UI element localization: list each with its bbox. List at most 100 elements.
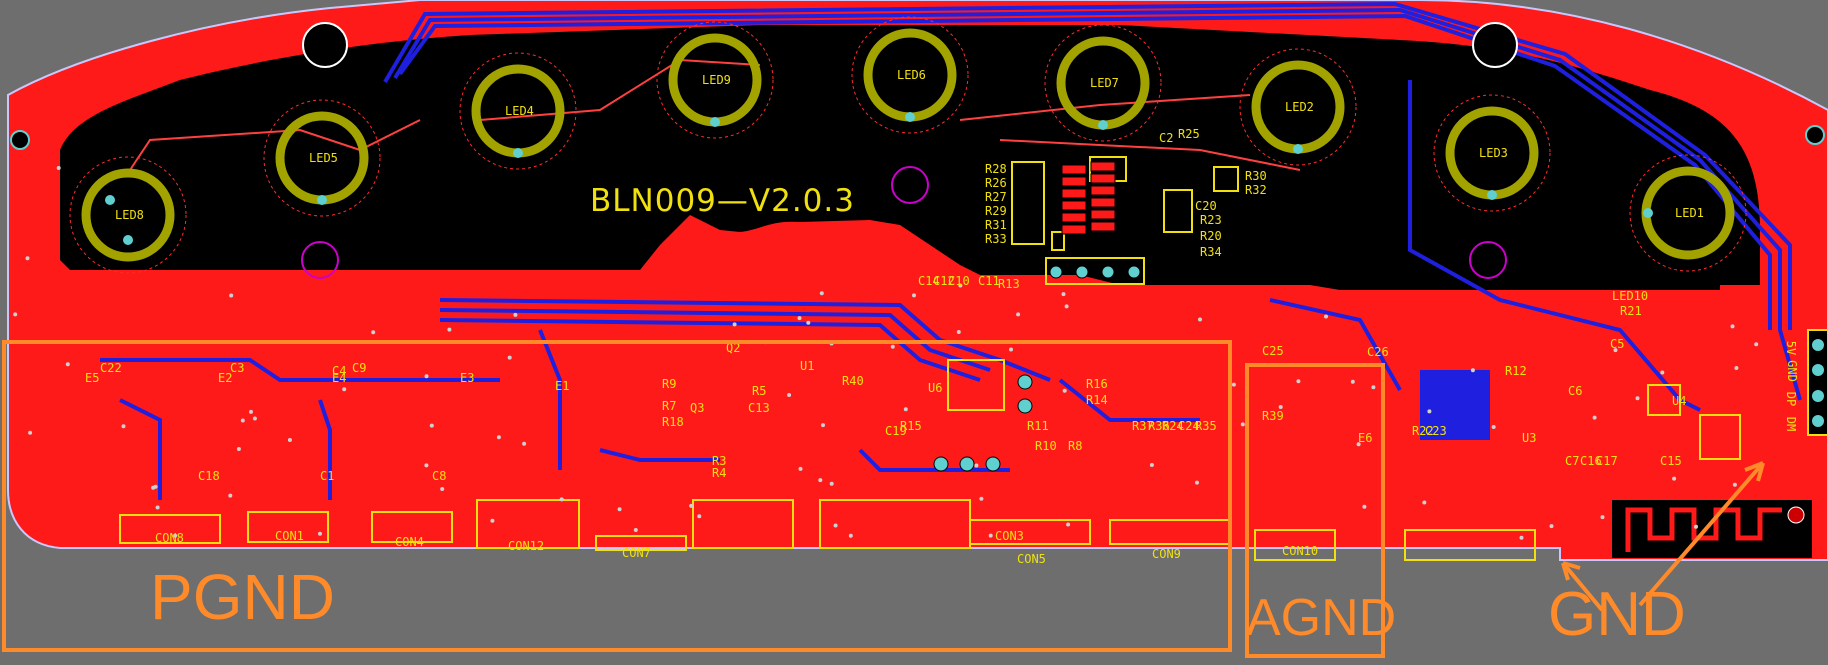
via — [236, 447, 241, 451]
via — [1592, 415, 1597, 420]
via — [1324, 314, 1328, 319]
label-con7: CON7 — [622, 546, 651, 560]
label-u6: U6 — [928, 381, 943, 395]
label-c22: C22 — [100, 361, 122, 375]
label-con3: CON3 — [995, 529, 1024, 543]
via — [988, 533, 993, 538]
label-c18: C18 — [198, 469, 220, 483]
label-c23: C23 — [1425, 424, 1447, 438]
via — [229, 293, 234, 298]
label-r35: R35 — [1195, 419, 1217, 433]
label-pin-5v: 5V — [1784, 340, 1799, 356]
label-r4: R4 — [712, 466, 727, 480]
label-c14: C14 — [918, 274, 940, 288]
label-con4: CON4 — [395, 535, 424, 549]
via — [956, 330, 961, 334]
via — [318, 531, 322, 536]
via — [1195, 480, 1199, 485]
usb-bottom-pour — [1420, 370, 1490, 440]
label-led8: LED8 — [115, 208, 144, 222]
label-e5: E5 — [85, 371, 100, 385]
label-c16: C16 — [1580, 454, 1602, 468]
label-r29: R29 — [985, 204, 1007, 218]
led-socket-led7 — [1044, 24, 1162, 142]
label-e6: E6 — [1358, 431, 1373, 445]
label-led2: LED2 — [1285, 100, 1314, 114]
via — [958, 283, 963, 288]
via — [507, 355, 512, 360]
board-title: BLN009—V2.0.3 — [590, 183, 855, 219]
label-c20: C20 — [1195, 199, 1217, 213]
via — [1470, 368, 1475, 373]
label-r5: R5 — [752, 384, 767, 398]
via — [1635, 396, 1640, 401]
label-c15: C15 — [1660, 454, 1682, 468]
label-con12: CON12 — [508, 539, 545, 553]
via — [1016, 312, 1021, 317]
label-r18: R18 — [662, 415, 684, 429]
label-c2: C2 — [1159, 131, 1174, 145]
via — [1427, 409, 1432, 414]
via — [65, 362, 70, 367]
label-r31: R31 — [985, 218, 1007, 232]
via — [1296, 379, 1301, 384]
via — [798, 466, 803, 471]
via — [1371, 385, 1376, 390]
led-socket-led9 — [656, 21, 774, 139]
via — [429, 423, 434, 428]
label-r39: R39 — [1262, 409, 1284, 423]
label-c12: C12 — [933, 274, 955, 288]
label-q2: Q2 — [726, 341, 741, 355]
label-con1: CON1 — [275, 529, 304, 543]
label-r11: R11 — [1027, 419, 1049, 433]
label-c4: C4 — [332, 364, 347, 378]
label-c13: C13 — [748, 401, 770, 415]
label-led3: LED3 — [1479, 146, 1508, 160]
label-r14: R14 — [1086, 393, 1108, 407]
label-c9: C9 — [352, 361, 367, 375]
label-r9: R9 — [662, 377, 677, 391]
led-socket-led4 — [459, 52, 577, 170]
label-r26: R26 — [985, 176, 1007, 190]
via — [821, 423, 825, 428]
led-socket-led6 — [851, 16, 969, 134]
via — [240, 418, 245, 423]
label-con10: CON10 — [1282, 544, 1319, 558]
resistor-array-cluster — [947, 156, 1741, 460]
label-e1: E1 — [555, 379, 570, 393]
label-e4: E4 — [332, 371, 347, 385]
via — [903, 407, 908, 412]
usb-header-pins — [1807, 329, 1828, 436]
label-led10: LED10 — [1612, 289, 1649, 303]
via — [633, 528, 638, 532]
label-con5: CON5 — [1017, 552, 1046, 566]
via — [974, 463, 979, 468]
label-c1: C1 — [320, 469, 335, 483]
label-r20: R20 — [1200, 229, 1222, 243]
label-r12: R12 — [1505, 364, 1527, 378]
agnd-label: AGND — [1246, 589, 1397, 647]
via — [1278, 405, 1283, 409]
via — [1672, 476, 1677, 481]
via — [979, 496, 984, 501]
via — [1549, 524, 1554, 529]
label-r8: R8 — [1068, 439, 1083, 453]
via — [1198, 317, 1202, 322]
via — [1149, 463, 1154, 467]
led-socket-led3 — [1433, 94, 1551, 212]
via — [689, 503, 694, 508]
label-r37: R37 — [1132, 419, 1154, 433]
pgnd-zone-outline — [2, 340, 1232, 652]
via — [1519, 535, 1524, 540]
label-r40: R40 — [842, 374, 864, 388]
label-c8: C8 — [432, 469, 447, 483]
via — [522, 441, 527, 446]
label-led4: LED4 — [505, 104, 534, 118]
via — [818, 478, 823, 483]
label-c3: C3 — [230, 361, 245, 375]
through-hole-pads — [933, 265, 1141, 472]
label-c11: C11 — [978, 274, 1000, 288]
via — [287, 438, 292, 442]
